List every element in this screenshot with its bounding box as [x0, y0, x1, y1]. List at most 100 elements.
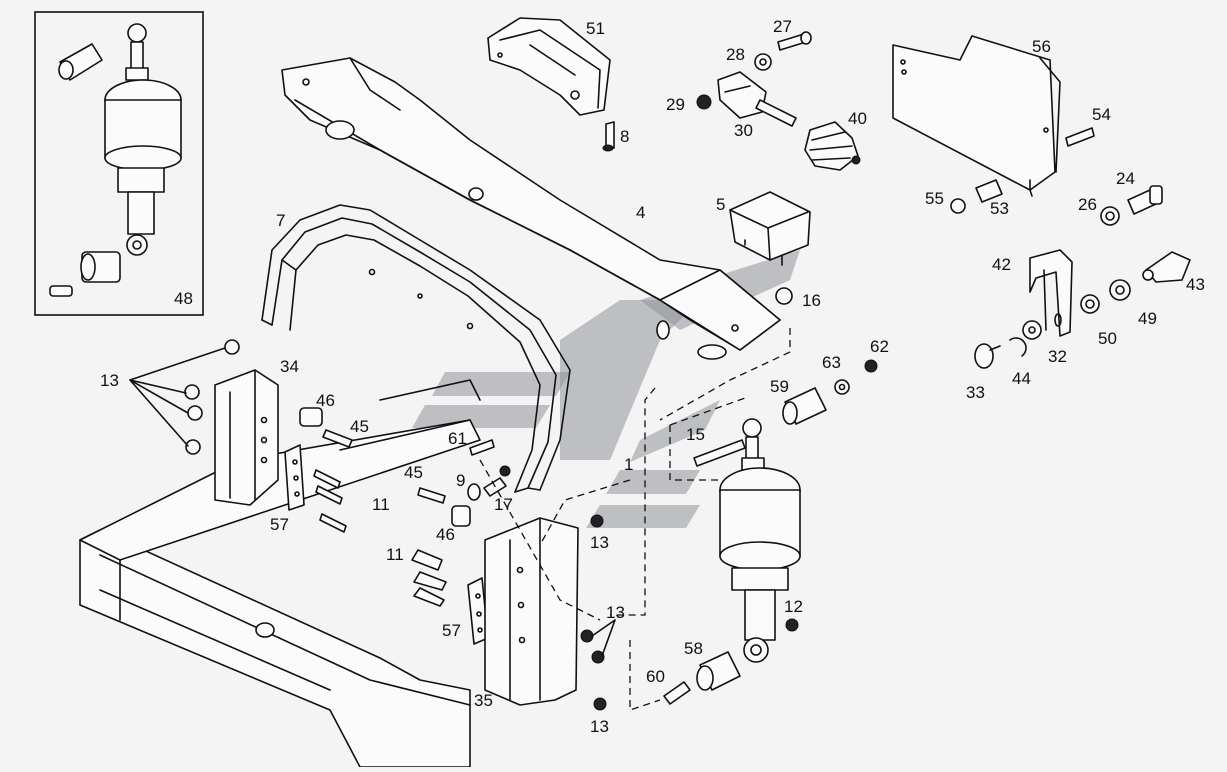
leader-13-left [129, 347, 226, 447]
callout-56: 56 [1032, 37, 1051, 56]
callout-43: 43 [1186, 275, 1205, 294]
bushing-59[interactable] [782, 387, 827, 425]
callout-4: 4 [636, 203, 645, 222]
pin-60[interactable] [663, 681, 691, 705]
chassis-frame [79, 379, 481, 768]
shock-absorber-48[interactable] [104, 23, 182, 256]
bracket-34[interactable] [214, 369, 279, 506]
bracket-35[interactable] [484, 517, 579, 706]
bushing-48-top[interactable] [58, 43, 103, 81]
screw-8[interactable] [602, 121, 615, 152]
bolt-45-right[interactable] [417, 487, 446, 504]
callout-11-upper: 11 [372, 495, 390, 514]
plate-57-left[interactable] [284, 444, 305, 511]
callout-35: 35 [474, 691, 493, 710]
washer-9[interactable] [467, 483, 481, 501]
callout-13-left: 13 [100, 371, 119, 390]
crossbeam-4[interactable] [281, 57, 781, 360]
callout-51: 51 [586, 19, 605, 38]
leader-13-right [591, 619, 616, 657]
callout-55: 55 [925, 189, 944, 208]
callout-11-lower: 11 [386, 545, 404, 564]
nut-49[interactable] [1109, 279, 1131, 301]
u-frame-7[interactable] [261, 204, 571, 493]
callout-labels: 51 8 27 28 29 30 40 56 54 55 53 24 26 42… [100, 17, 1205, 736]
callout-60: 60 [646, 667, 665, 686]
nut-29[interactable] [696, 94, 712, 110]
washer-50[interactable] [1080, 294, 1100, 314]
washer-26[interactable] [1100, 206, 1120, 226]
callout-61: 61 [448, 429, 467, 448]
callout-29: 29 [666, 95, 685, 114]
callout-59: 59 [770, 377, 789, 396]
callout-24: 24 [1116, 169, 1135, 188]
cover-plate-56[interactable] [892, 35, 1061, 197]
washer-32[interactable] [1022, 320, 1042, 340]
bolt-61[interactable] [469, 439, 495, 456]
callout-9: 9 [456, 471, 465, 490]
callout-58: 58 [684, 639, 703, 658]
callout-12: 12 [784, 597, 803, 616]
callout-30: 30 [734, 121, 753, 140]
clip-44[interactable] [1009, 337, 1027, 357]
switch-30[interactable] [717, 71, 797, 127]
nuts-13-right[interactable] [580, 514, 607, 711]
pin-48[interactable] [49, 285, 73, 297]
nut-55[interactable] [950, 198, 966, 214]
callout-15: 15 [686, 425, 705, 444]
callout-16: 16 [802, 291, 821, 310]
callout-33: 33 [966, 383, 985, 402]
bolt-15[interactable] [693, 439, 746, 467]
shock-absorber-main[interactable] [719, 418, 801, 663]
callout-50: 50 [1098, 329, 1117, 348]
callout-34: 34 [280, 357, 299, 376]
callout-26: 26 [1078, 195, 1097, 214]
bushing-58[interactable] [696, 651, 741, 691]
nut-28[interactable] [754, 53, 772, 71]
bolt-54[interactable] [1065, 127, 1095, 147]
callout-46-left: 46 [316, 391, 335, 410]
bolt-24[interactable] [1127, 185, 1163, 215]
callout-13-mid: 13 [590, 533, 609, 552]
callout-45-left: 45 [350, 417, 369, 436]
callout-13-bottom: 13 [590, 717, 609, 736]
assembly-lines [479, 328, 791, 711]
sensor-43[interactable] [1142, 251, 1191, 283]
screw-27[interactable] [777, 31, 812, 51]
mount-5[interactable] [729, 191, 811, 266]
callout-5: 5 [716, 195, 725, 214]
spacer-53[interactable] [975, 179, 1003, 203]
callout-44: 44 [1012, 369, 1031, 388]
callout-32: 32 [1048, 347, 1067, 366]
washer-63[interactable] [834, 379, 850, 395]
boot-40[interactable] [804, 121, 861, 171]
bolts-11-lower[interactable] [411, 549, 447, 607]
bracket-42[interactable] [1029, 249, 1073, 337]
bushing-46-right[interactable] [451, 505, 471, 527]
nut-12[interactable] [785, 618, 799, 632]
nut-62[interactable] [864, 359, 878, 373]
bushing-48-bottom[interactable] [80, 251, 121, 283]
callout-8: 8 [620, 127, 629, 146]
callout-1: 1 [624, 455, 633, 474]
callout-57-right: 57 [442, 621, 461, 640]
callout-49: 49 [1138, 309, 1157, 328]
latch-51[interactable] [487, 17, 611, 116]
callout-53: 53 [990, 199, 1009, 218]
callout-54: 54 [1092, 105, 1111, 124]
callout-17: 17 [494, 495, 513, 514]
cap-33[interactable] [974, 343, 1001, 369]
nuts-13-left[interactable] [184, 339, 240, 455]
bushing-46-left[interactable] [299, 407, 323, 427]
callout-40: 40 [848, 109, 867, 128]
bolts-11-upper[interactable] [313, 469, 347, 533]
callout-7: 7 [276, 211, 285, 230]
bolt-45-left[interactable] [322, 429, 353, 448]
callout-13-right: 13 [606, 603, 625, 622]
callout-46-right: 46 [436, 525, 455, 544]
bushing-16[interactable] [775, 287, 793, 305]
nut-17[interactable] [499, 465, 511, 477]
callout-28: 28 [726, 45, 745, 64]
